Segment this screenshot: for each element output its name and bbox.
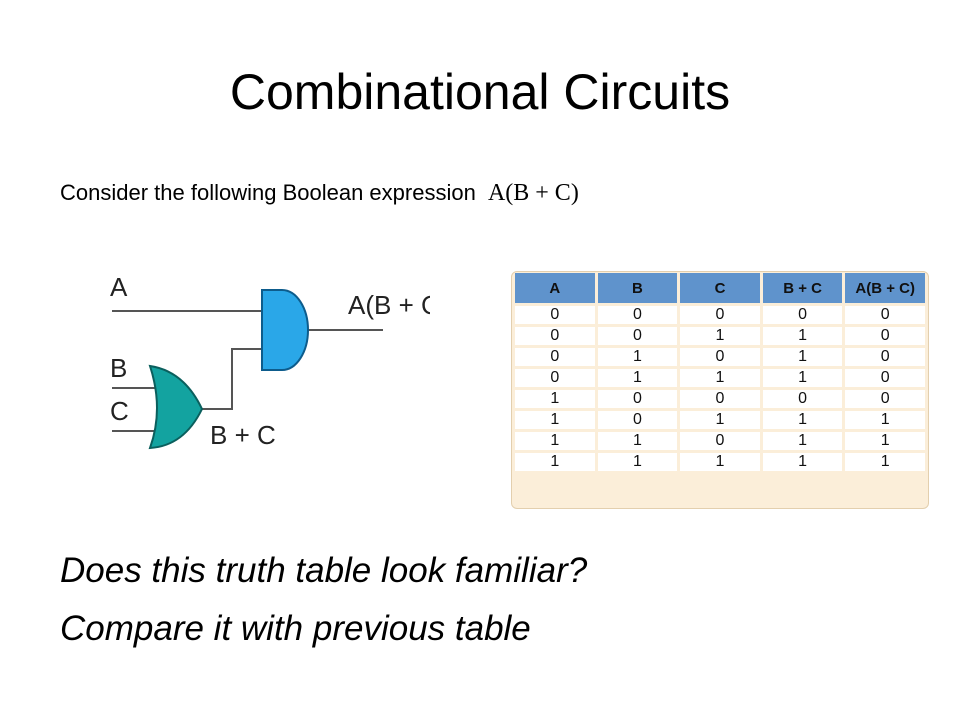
header-b: B [597,273,678,303]
or-gate [148,364,204,450]
table-cell: 1 [762,432,843,450]
table-cell: 1 [680,369,760,387]
table-cell: 0 [597,390,678,408]
table-cell: 1 [762,327,843,345]
boolean-expression: A(B + C) [487,180,579,206]
table-cell: 0 [515,327,595,345]
table-cell: 0 [515,369,595,387]
truth-table-header-row: A B C B + C A(B + C) [515,273,925,303]
table-cell: 0 [680,390,760,408]
table-cell: 0 [597,411,678,429]
table-cell: 1 [597,432,678,450]
table-cell: 1 [845,453,925,471]
input-a-label: A [110,272,128,302]
table-cell: 0 [845,327,925,345]
table-cell: 1 [680,453,760,471]
header-c: C [680,273,760,303]
table-cell: 0 [762,306,843,324]
table-cell: 1 [597,453,678,471]
table-cell: 0 [845,348,925,366]
input-c-label: C [110,396,129,426]
table-cell: 1 [762,453,843,471]
or-output-label: B + C [210,420,276,450]
wire-or-to-and [202,348,262,410]
header-b-plus-c: B + C [762,273,843,303]
table-cell: 1 [515,390,595,408]
logic-circuit-diagram: A B C B + C A(B + C) [100,262,448,457]
table-cell: 0 [597,306,678,324]
table-cell: 1 [680,327,760,345]
and-gate [261,289,309,371]
table-cell: 1 [515,432,595,450]
table-cell: 1 [597,369,678,387]
question-familiar: Does this truth table look familiar? [60,551,588,590]
table-cell: 1 [515,411,595,429]
table-cell: 0 [680,432,760,450]
question-compare: Compare it with previous table [60,609,531,648]
table-cell: 0 [845,369,925,387]
table-cell: 1 [762,369,843,387]
table-cell: 1 [845,432,925,450]
table-cell: 0 [515,348,595,366]
table-cell: 1 [515,453,595,471]
header-a: A [515,273,595,303]
input-b-label: B [110,353,127,383]
output-label: A(B + C) [348,290,430,320]
table-cell: 0 [845,306,925,324]
table-cell: 1 [762,348,843,366]
header-a-b-plus-c: A(B + C) [845,273,925,303]
subtitle-text: Consider the following Boolean expressio… [60,180,476,205]
table-cell: 0 [680,348,760,366]
table-cell: 1 [680,411,760,429]
slide-title: Combinational Circuits [229,64,731,120]
table-cell: 1 [762,411,843,429]
subtitle: Consider the following Boolean expressio… [60,176,579,210]
table-cell: 0 [515,306,595,324]
table-cell: 0 [762,390,843,408]
table-cell: 0 [597,327,678,345]
table-cell: 1 [845,411,925,429]
table-cell: 0 [845,390,925,408]
table-cell: 1 [597,348,678,366]
table-cell: 0 [680,306,760,324]
